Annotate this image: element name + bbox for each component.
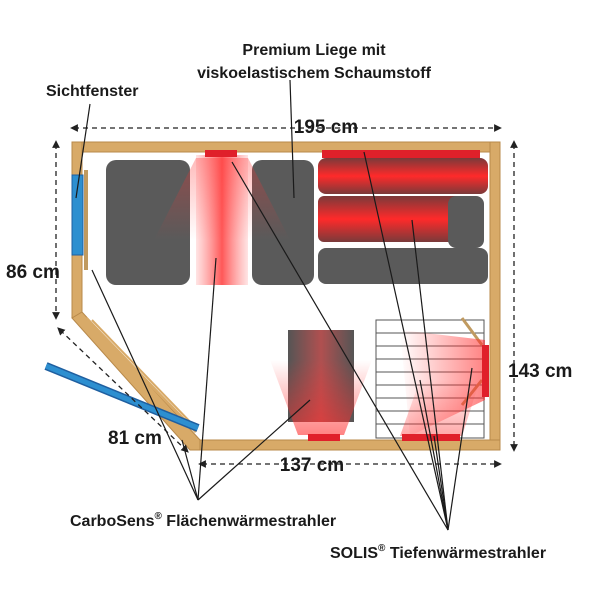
carbosens-top-beam [154,158,290,240]
premium-lounger [318,158,488,284]
solis-label: SOLIS® Tiefenwärmestrahler [330,543,546,562]
solis-registered: ® [378,543,386,554]
dim-top-width: 195 cm [294,117,358,138]
window-frame [84,170,88,270]
dim-right-height: 143 cm [508,361,572,382]
premium-liege-title-line2: viskoelastischem Schaumstoff [197,65,432,82]
carbosens-name: CarboSens [70,513,155,530]
solis-heater-right [482,345,489,397]
dim-bottom-width: 137 cm [280,455,344,476]
solis-bottom-beam [400,380,480,436]
sichtfenster-label: Sichtfenster [46,83,138,100]
bench-left [106,160,190,285]
carbosens-heater-top [205,150,237,157]
carbosens-registered: ® [154,511,162,522]
dimension-lines [52,124,518,468]
carbosens-bottom-beam [270,360,372,435]
carbosens-label: CarboSens® Flächenwärmestrahler [70,511,336,530]
premium-liege-title-line1: Premium Liege mit [242,42,386,59]
bench-middle [252,160,314,285]
carbosens-rest: Flächenwärmestrahler [162,513,336,530]
carbosens-heater-bottom [308,434,340,441]
sichtfenster-glass [71,174,84,256]
solis-rest: Tiefenwärmestrahler [385,545,546,562]
solis-name: SOLIS [330,545,378,562]
dim-diagonal: 81 cm [108,428,162,449]
leader-lines [75,79,473,531]
dim-left-height: 86 cm [6,262,60,283]
solis-heater-top [322,150,480,158]
